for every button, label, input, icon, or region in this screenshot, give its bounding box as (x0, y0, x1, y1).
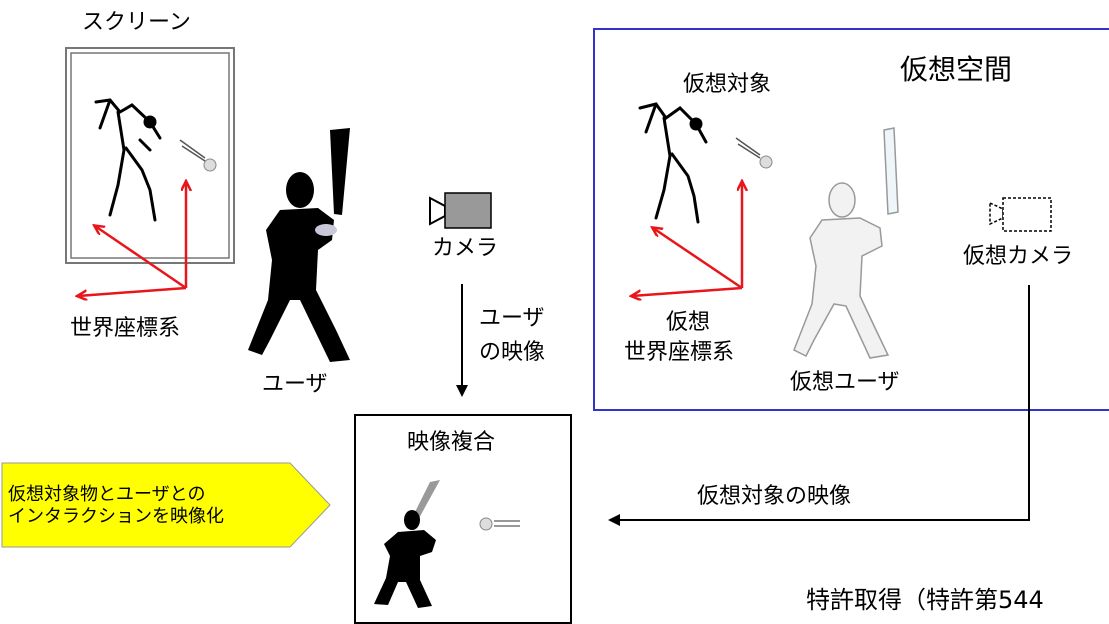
virtual-baseball-icon (735, 137, 773, 169)
composite-baseball-icon (479, 517, 520, 531)
baseball-icon (179, 139, 217, 172)
callout-shape (1, 462, 331, 548)
virtual-batter-outline (793, 127, 899, 359)
screen-frame (65, 47, 235, 264)
pitcher-figure (94, 98, 162, 222)
virtual-camera-label: 仮想カメラ (963, 244, 1074, 269)
virtual-world-label-line1: 仮想 (666, 310, 711, 335)
video-camera-icon (429, 192, 492, 229)
virtual-video-arrow (608, 285, 1030, 526)
callout-line2: インタラクションを映像化 (8, 506, 224, 527)
virtual-camera-icon (989, 197, 1052, 232)
user-video-label-line2: の映像 (479, 340, 546, 365)
callout-text: 仮想対象物とユーザとの インタラクションを映像化 (8, 484, 224, 528)
virtual-space-frame (593, 28, 1109, 411)
patent-label: 特許取得（特許第544 (806, 586, 1044, 614)
virtual-object-video-label: 仮想対象の映像 (697, 484, 852, 509)
virtual-pitcher-figure (638, 102, 708, 224)
composite-batter-figure (374, 480, 440, 608)
virtual-world-label-line2: 世界座標系 (624, 340, 735, 365)
batter-silhouette (248, 128, 350, 362)
camera-label: カメラ (432, 236, 499, 261)
composite-label: 映像複合 (407, 430, 496, 455)
user-label: ユーザ (262, 372, 328, 397)
virtual-user-label: 仮想ユーザ (790, 370, 900, 395)
screen-label: スクリーン (82, 10, 191, 35)
virtual-object-label: 仮想対象 (683, 72, 772, 97)
virtual-world-coordinate-axes (632, 182, 742, 296)
callout-line1: 仮想対象物とユーザとの (8, 484, 206, 505)
user-video-label-line1: ユーザ (479, 306, 545, 331)
world-coordinates-label: 世界座標系 (70, 316, 181, 341)
virtual-space-title: 仮想空間 (900, 53, 1013, 86)
world-coordinate-axes (78, 182, 186, 296)
